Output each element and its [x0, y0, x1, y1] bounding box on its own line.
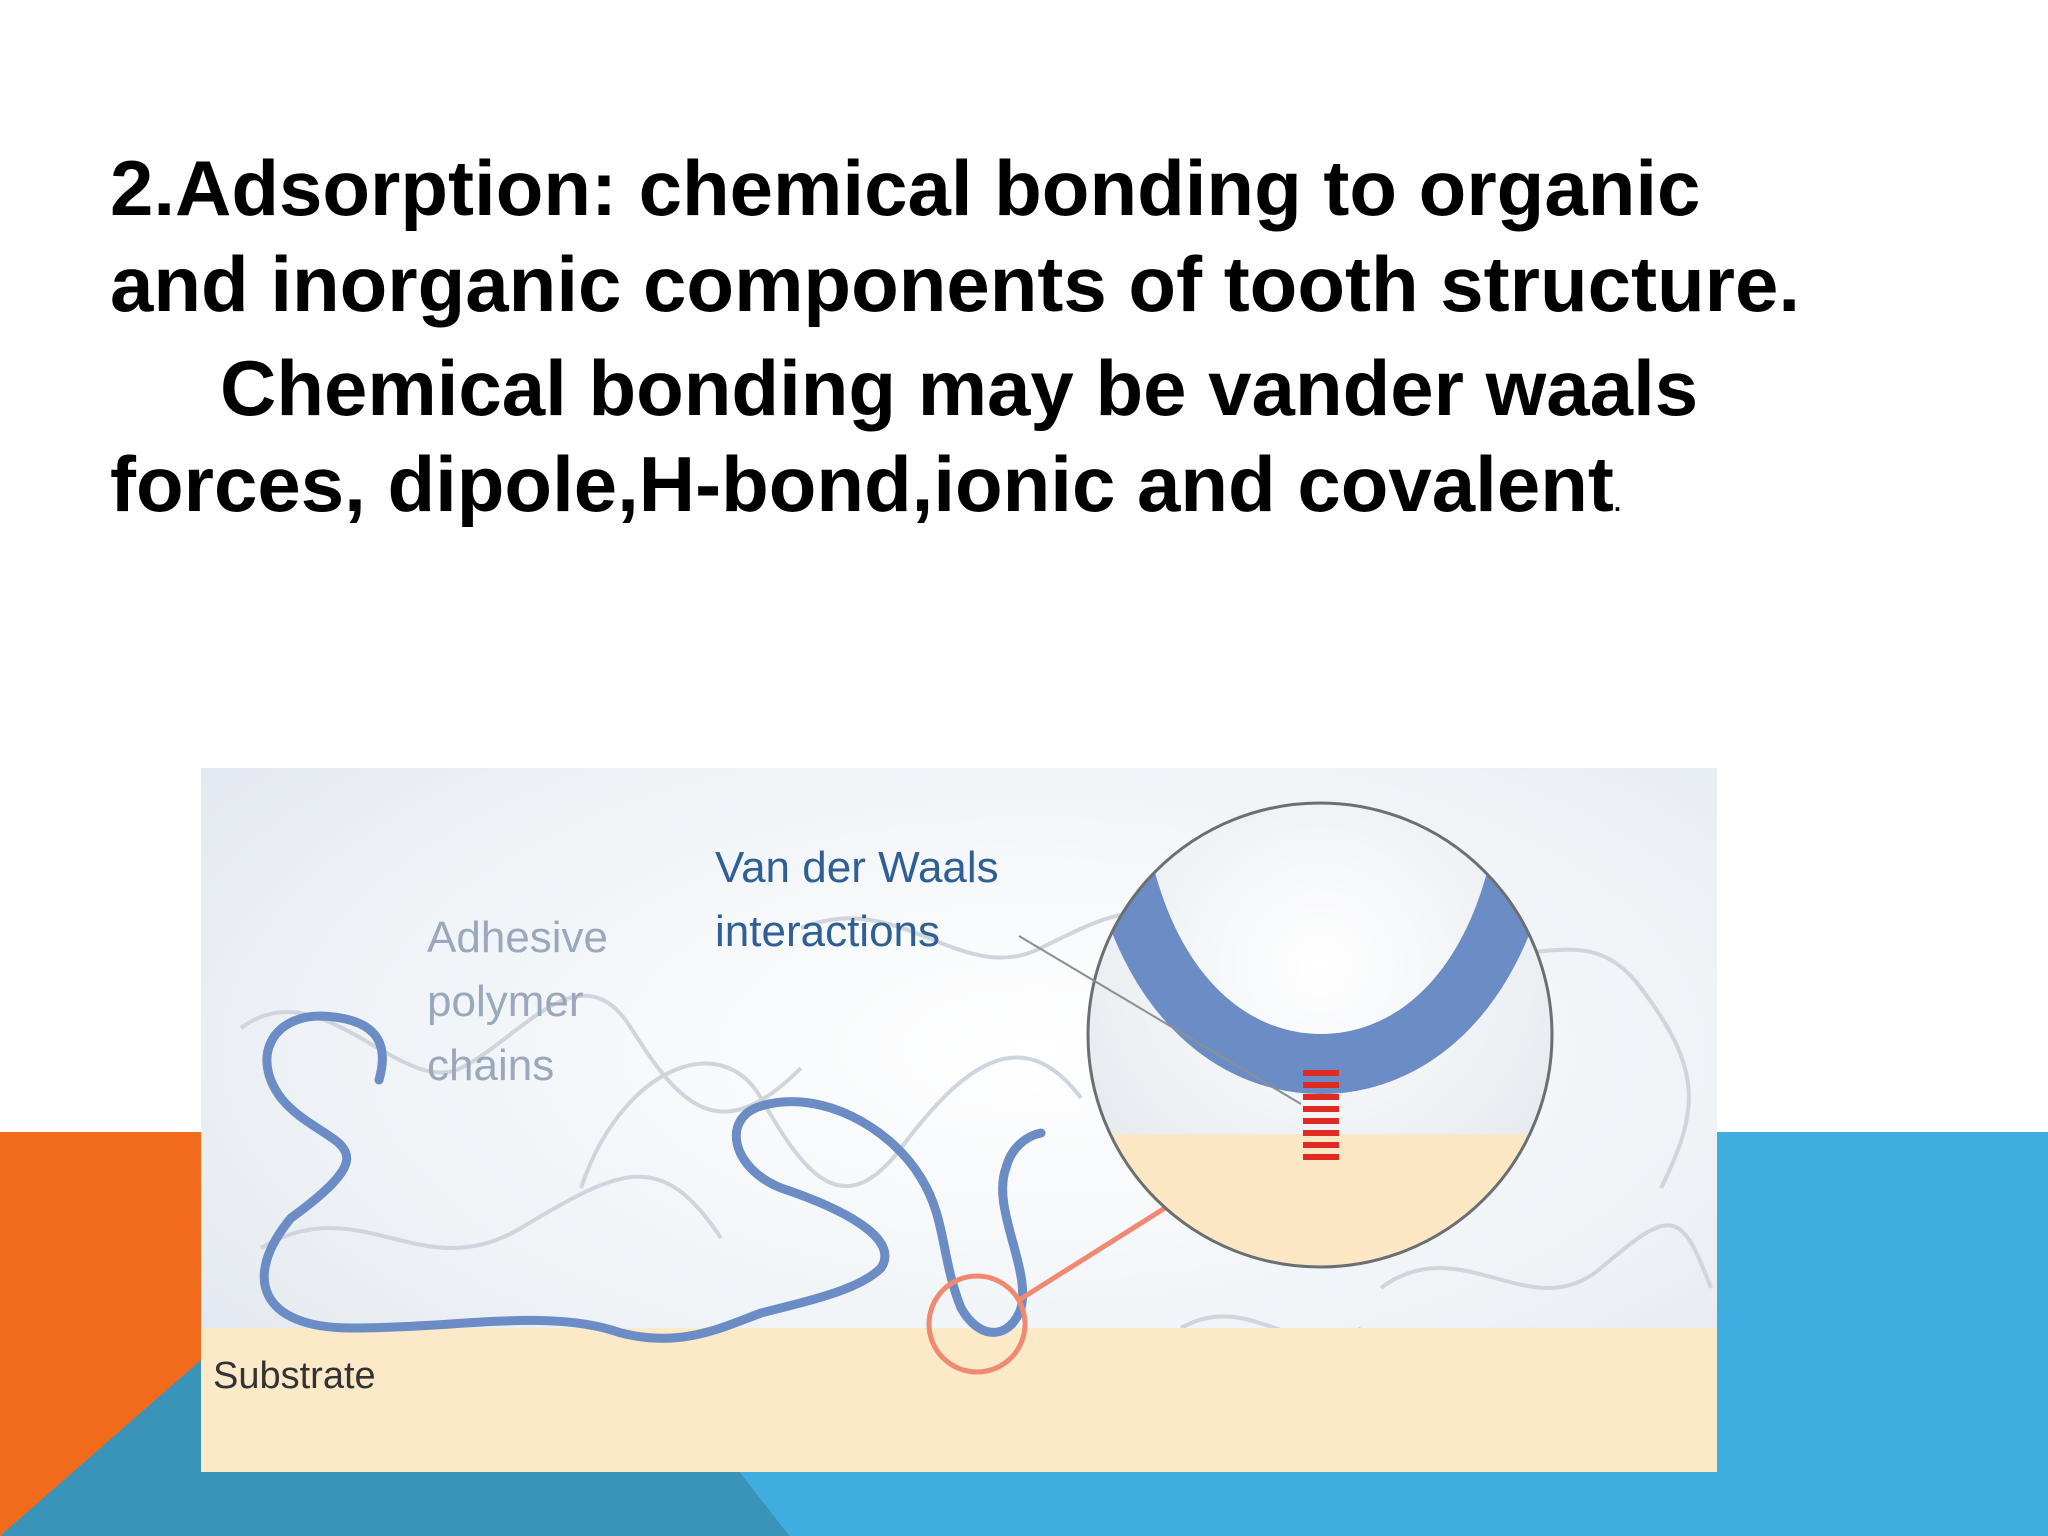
label-vdw-line-2: interactions	[715, 907, 940, 956]
body-line-2: forces, dipole,H-bond,ionic and covalent	[110, 440, 1614, 528]
magnified-polymer-band	[1097, 871, 1545, 1095]
magnifier-connector	[1017, 1205, 1167, 1303]
label-vdw-line-1: Van der Waals	[715, 843, 999, 892]
label-adhesive-line-1: Adhesive	[427, 913, 608, 962]
blue-right-shape	[1717, 1132, 2048, 1536]
heading-paragraph: 2.Adsorption: chemical bonding to organi…	[110, 140, 1930, 332]
heading-line-2: and inorganic components of tooth struct…	[110, 240, 1801, 328]
adhesive-polymer-chain	[259, 1011, 1046, 1343]
body-end-dot: .	[1613, 487, 1622, 517]
body-paragraph: Chemical bonding may be vander waals for…	[110, 340, 1930, 550]
heading-line-1: 2.Adsorption: chemical bonding to organi…	[110, 144, 1701, 232]
magnifier-outline	[1086, 801, 1554, 1269]
body-line-1: Chemical bonding may be vander waals	[220, 344, 1699, 432]
darkblue-corner-shape	[0, 1360, 790, 1536]
vdw-interaction-lines	[1303, 1070, 1339, 1160]
contact-circle	[926, 1273, 1028, 1375]
blue-bottom-shape	[740, 1472, 1717, 1536]
substrate-band	[201, 1328, 1717, 1472]
slide-text: 2.Adsorption: chemical bonding to organi…	[110, 140, 1930, 550]
diagram-svg: Van der Waals interactions Adhesive poly…	[201, 768, 1717, 1472]
label-adhesive-line-2: polymer	[427, 977, 584, 1026]
orange-corner-shape	[0, 1132, 201, 1536]
label-substrate: Substrate	[213, 1355, 376, 1397]
adsorption-diagram: Van der Waals interactions Adhesive poly…	[201, 768, 1717, 1472]
vdw-leader-line	[1018, 935, 1302, 1105]
label-adhesive-line-3: chains	[427, 1041, 554, 1090]
